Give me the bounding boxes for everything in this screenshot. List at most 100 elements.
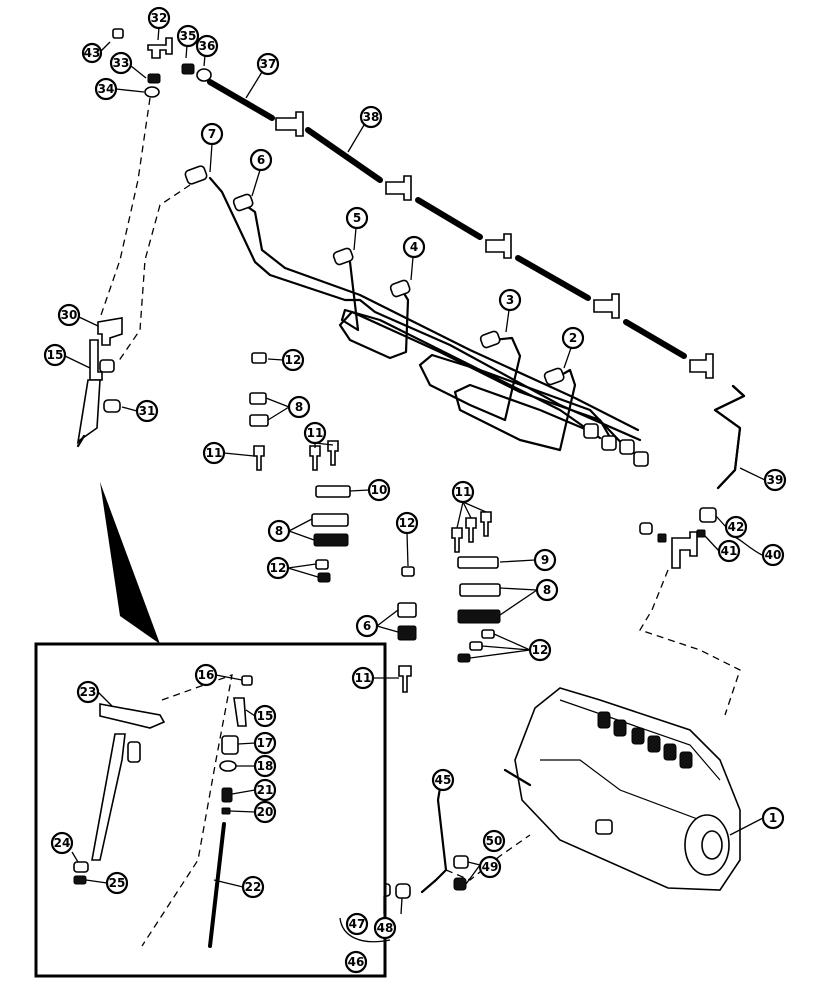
callout-35: 35 xyxy=(176,24,200,48)
return-tee-3 xyxy=(485,233,512,259)
callout-30-label: 30 xyxy=(61,308,78,322)
callout-11d-label: 11 xyxy=(355,671,372,685)
callout-12d: 12 xyxy=(528,638,552,662)
inset-pointer xyxy=(100,482,160,644)
callout-5: 5 xyxy=(345,206,369,230)
part-9-plate xyxy=(457,556,499,569)
callout-21: 21 xyxy=(253,778,277,802)
callout-2-label: 2 xyxy=(569,331,577,345)
part-8-clamp-d xyxy=(313,533,349,547)
callout-8b-label: 8 xyxy=(275,524,283,538)
callout-40: 40 xyxy=(761,543,785,567)
callout-15b-label: 15 xyxy=(257,709,274,723)
callout-50-label: 50 xyxy=(486,834,503,848)
part-40-tee-fitting xyxy=(671,531,698,569)
callout-43-label: 43 xyxy=(84,46,101,60)
part-8-clamp-e xyxy=(397,602,417,618)
part-8-clamp-g xyxy=(459,583,501,597)
callout-50: 50 xyxy=(482,829,506,853)
return-tube-segment-3 xyxy=(415,197,483,240)
part-15-screw xyxy=(233,697,247,727)
callout-4: 4 xyxy=(402,235,426,259)
part-23-clamp xyxy=(99,703,166,729)
callout-39: 39 xyxy=(763,468,787,492)
part-25-seal xyxy=(73,875,87,885)
part-12-spacer-f xyxy=(457,653,471,663)
part-31-sleeve xyxy=(103,399,121,413)
leader-dashed-34 xyxy=(99,97,151,319)
leader-dashed-40 xyxy=(639,569,741,716)
callout-6b-label: 6 xyxy=(363,619,371,633)
callout-48: 48 xyxy=(373,916,397,940)
callout-46-label: 46 xyxy=(348,955,365,969)
injection-pump xyxy=(339,569,741,901)
callout-24: 24 xyxy=(50,831,74,855)
callout-7: 7 xyxy=(200,122,224,146)
callout-11d: 11 xyxy=(351,666,375,690)
callout-11c: 11 xyxy=(451,480,475,504)
callout-11b-label: 11 xyxy=(307,426,324,440)
callout-31-label: 31 xyxy=(139,404,156,418)
part-8-clamp-h xyxy=(457,609,501,624)
return-tee-5 xyxy=(689,353,714,379)
inset-nozzle-inlet xyxy=(127,741,141,763)
callout-8a: 8 xyxy=(287,395,311,419)
part-12-spacer-c xyxy=(401,566,415,577)
callout-45-label: 45 xyxy=(435,773,452,787)
nozzle-holder-assembly xyxy=(76,97,191,448)
clamp-parts xyxy=(249,352,501,693)
pump-housing xyxy=(514,687,741,891)
callout-8c-label: 8 xyxy=(543,583,551,597)
part-11-bolt-d xyxy=(398,665,412,693)
callout-25: 25 xyxy=(105,871,129,895)
callout-16-label: 16 xyxy=(198,668,215,682)
part-36-sleeve xyxy=(196,68,212,82)
part-16-cap xyxy=(241,675,253,686)
part-11-bolt-a xyxy=(253,445,265,471)
callout-9-label: 9 xyxy=(541,553,549,567)
nozzle-tip xyxy=(76,434,86,448)
callout-42: 42 xyxy=(724,515,748,539)
part-50-nut xyxy=(453,855,469,869)
callout-15a-label: 15 xyxy=(47,348,64,362)
injection-line-5 xyxy=(340,253,632,454)
callout-12b-label: 12 xyxy=(270,561,287,575)
part-37-tube xyxy=(207,79,275,121)
callout-18-label: 18 xyxy=(257,759,274,773)
callout-21-label: 21 xyxy=(257,783,274,797)
callout-8c: 8 xyxy=(535,578,559,602)
callout-20: 20 xyxy=(253,800,277,824)
callout-49-label: 49 xyxy=(482,860,499,874)
part-22-push-rod xyxy=(208,822,226,948)
part-11-bolt-c xyxy=(327,440,339,466)
part-12-spacer-a xyxy=(315,559,329,570)
callout-40-label: 40 xyxy=(765,548,782,562)
fitting-bolt xyxy=(639,522,653,535)
nozzle-holder-upper xyxy=(89,339,103,381)
callout-4-label: 4 xyxy=(410,240,418,254)
callout-37-label: 37 xyxy=(260,57,277,71)
part-8-clamp-b xyxy=(249,414,269,427)
leader-lines xyxy=(64,26,766,943)
pump-delivery-valves xyxy=(597,711,693,769)
callout-2: 2 xyxy=(561,326,585,350)
return-tee-1 xyxy=(275,111,304,137)
callout-32: 32 xyxy=(147,6,171,30)
callout-6: 6 xyxy=(249,148,273,172)
callout-47: 47 xyxy=(345,912,369,936)
return-tube-segment-5 xyxy=(623,319,687,359)
callout-12a: 12 xyxy=(281,348,305,372)
callout-24-label: 24 xyxy=(54,836,71,850)
callout-33: 33 xyxy=(109,51,133,75)
leader-dashed-45 xyxy=(445,834,531,881)
part-49-sleeve xyxy=(453,877,467,891)
part-12-spacer-top xyxy=(251,352,267,364)
callout-15a: 15 xyxy=(43,343,67,367)
injection-line-4 xyxy=(338,288,617,448)
callout-12b: 12 xyxy=(266,556,290,580)
part-39-tube-highlight xyxy=(713,384,746,490)
callout-16: 16 xyxy=(194,663,218,687)
inset-nozzle-holder xyxy=(91,733,126,861)
callout-12c-label: 12 xyxy=(399,516,416,530)
injection-lines-bundle xyxy=(184,165,649,467)
